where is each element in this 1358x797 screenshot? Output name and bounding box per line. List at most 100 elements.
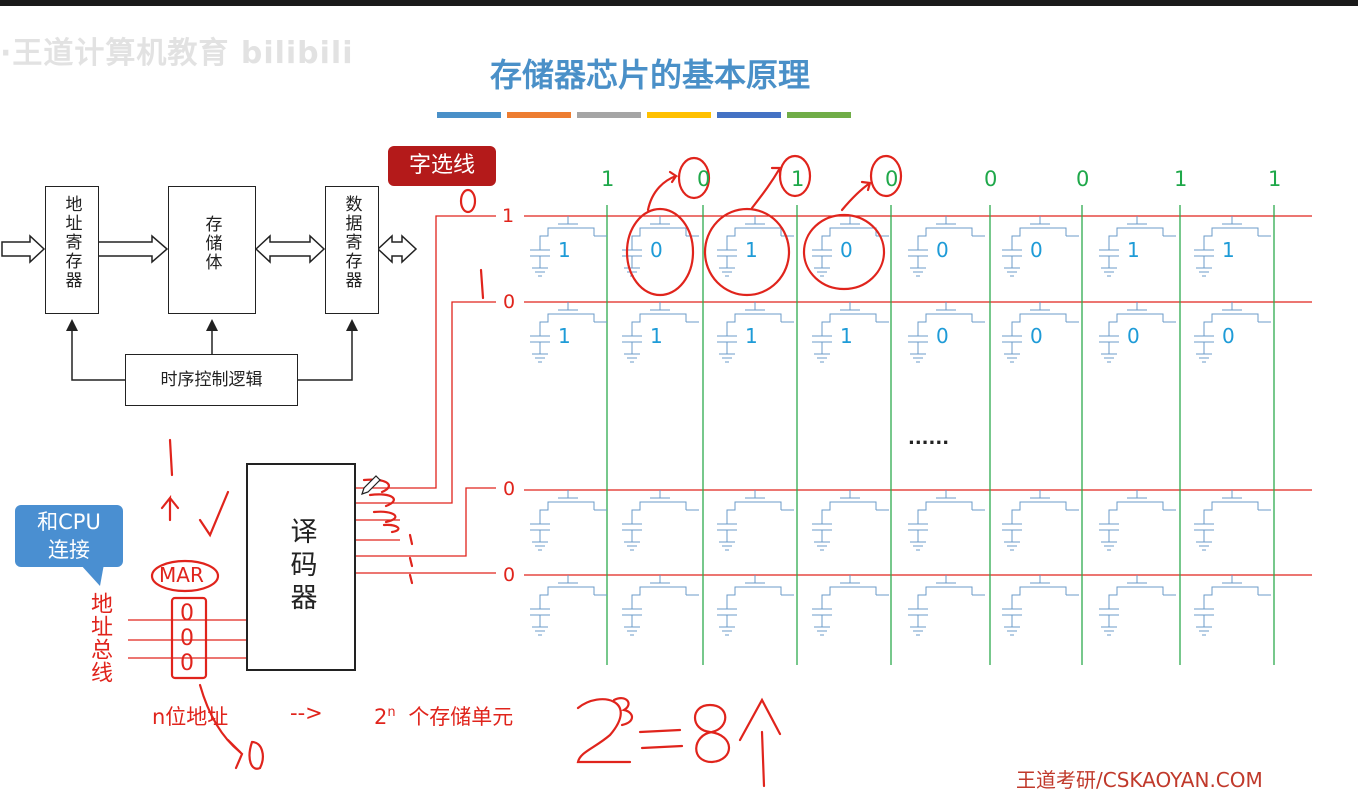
block-diagram-connectors bbox=[1, 234, 418, 381]
formula-base: 2 bbox=[374, 705, 388, 729]
formula-cells: 个存储单元 bbox=[408, 705, 514, 729]
stripe bbox=[717, 112, 781, 118]
storage-body-label: 存储体 bbox=[201, 215, 222, 272]
memory-cell bbox=[1002, 575, 1079, 636]
page-title: 存储器芯片的基本原理 bbox=[489, 56, 810, 94]
memory-cell bbox=[1099, 490, 1176, 551]
cell-value: 1 bbox=[1127, 238, 1140, 262]
memory-cell bbox=[908, 575, 985, 636]
word-line-0-route bbox=[356, 215, 496, 489]
cell-value: 0 bbox=[1127, 324, 1140, 348]
memory-cell bbox=[1099, 302, 1176, 363]
bubble-pointer bbox=[80, 564, 104, 586]
memory-cell bbox=[1194, 302, 1271, 363]
title-color-stripes bbox=[437, 112, 851, 118]
word-line-2-route bbox=[356, 487, 496, 557]
memory-cell bbox=[530, 302, 607, 363]
column-value: 0 bbox=[885, 167, 899, 191]
address-bus-label: 地址总线 bbox=[87, 592, 112, 684]
memory-cell bbox=[717, 302, 794, 363]
cell-value: 0 bbox=[840, 238, 853, 262]
timing-control-box: 时序控制逻辑 bbox=[125, 354, 298, 406]
data-register-label: 数据寄存器 bbox=[341, 195, 362, 290]
cell-value: 1 bbox=[840, 324, 853, 348]
decoder-label: 译码器 bbox=[285, 517, 317, 616]
cell-value: 0 bbox=[936, 324, 949, 348]
formula-exponent: n bbox=[387, 705, 396, 720]
stripe bbox=[437, 112, 501, 118]
body-data-arrow bbox=[254, 234, 326, 264]
stripe bbox=[647, 112, 711, 118]
memory-cell bbox=[622, 302, 699, 363]
memory-cell bbox=[622, 216, 699, 277]
stripe bbox=[577, 112, 641, 118]
memory-cell bbox=[1002, 490, 1079, 551]
memory-cell bbox=[1002, 216, 1079, 277]
memory-cell bbox=[622, 575, 699, 636]
row-value: 0 bbox=[503, 291, 516, 313]
stripe bbox=[507, 112, 571, 118]
memory-cells bbox=[530, 216, 1271, 636]
address-register-box: 地址寄存器 bbox=[45, 186, 99, 314]
column-value: 1 bbox=[1174, 167, 1188, 191]
storage-body-box: 存储体 bbox=[168, 186, 256, 314]
cell-value: 1 bbox=[650, 324, 663, 348]
cell-value: 0 bbox=[1030, 324, 1043, 348]
row-value: 0 bbox=[503, 564, 516, 586]
memory-cell bbox=[622, 490, 699, 551]
ellipsis: ...... bbox=[908, 428, 950, 449]
mar-label: MAR bbox=[159, 563, 204, 587]
handwritten-annotations bbox=[150, 154, 903, 788]
memory-cell bbox=[717, 490, 794, 551]
cell-value: 1 bbox=[745, 238, 758, 262]
cell-value: 0 bbox=[1030, 238, 1043, 262]
row-value: 1 bbox=[502, 205, 515, 227]
memory-cell bbox=[812, 302, 889, 363]
word-select-label: 字选线 bbox=[388, 146, 496, 186]
cell-value: 1 bbox=[558, 324, 571, 348]
memory-cell bbox=[1099, 575, 1176, 636]
memory-cell bbox=[1002, 302, 1079, 363]
memory-cell bbox=[908, 490, 985, 551]
mar-bit: 0 bbox=[180, 601, 194, 626]
formula-power: 2n 个存储单元 bbox=[374, 701, 513, 731]
pencil-cursor-icon bbox=[361, 475, 381, 495]
word-lines bbox=[128, 215, 1312, 659]
mar-bit: 0 bbox=[180, 626, 194, 651]
stripe bbox=[787, 112, 851, 118]
cpu-connect-bubble: 和CPU 连接 bbox=[15, 505, 123, 567]
address-register-label: 地址寄存器 bbox=[61, 195, 82, 290]
column-value: 1 bbox=[1268, 167, 1282, 191]
memory-cell bbox=[1099, 216, 1176, 277]
bit-lines bbox=[606, 205, 1275, 665]
row-value: 0 bbox=[503, 478, 516, 500]
cell-value: 1 bbox=[1222, 238, 1235, 262]
cpu-bubble-line2: 连接 bbox=[48, 538, 90, 562]
mar-bits: 0 0 0 bbox=[180, 601, 194, 676]
memory-cell bbox=[530, 575, 607, 636]
cell-value: 1 bbox=[558, 238, 571, 262]
timing-control-label: 时序控制逻辑 bbox=[160, 370, 263, 390]
column-value: 0 bbox=[1076, 167, 1090, 191]
input-arrow bbox=[1, 234, 46, 264]
column-value: 1 bbox=[601, 167, 615, 191]
memory-cell bbox=[530, 490, 607, 551]
video-watermark: ·王道计算机教育 bilibili bbox=[0, 36, 354, 71]
column-value: 0 bbox=[697, 167, 711, 191]
decoder-box: 译码器 bbox=[246, 463, 356, 671]
word-line-1-route bbox=[356, 301, 496, 504]
formula-arrow: --> bbox=[290, 701, 323, 725]
memory-cell bbox=[1194, 575, 1271, 636]
data-register-box: 数据寄存器 bbox=[325, 186, 379, 314]
memory-cell bbox=[812, 575, 889, 636]
cell-value: 0 bbox=[1222, 324, 1235, 348]
mar-bit: 0 bbox=[180, 651, 194, 676]
memory-cell bbox=[530, 216, 607, 277]
memory-cell bbox=[717, 575, 794, 636]
data-io-arrow bbox=[376, 234, 418, 264]
column-value: 1 bbox=[791, 167, 805, 191]
brand-footer: 王道考研/CSKAOYAN.COM bbox=[1016, 768, 1263, 792]
memory-cell bbox=[812, 216, 889, 277]
memory-cell bbox=[908, 302, 985, 363]
